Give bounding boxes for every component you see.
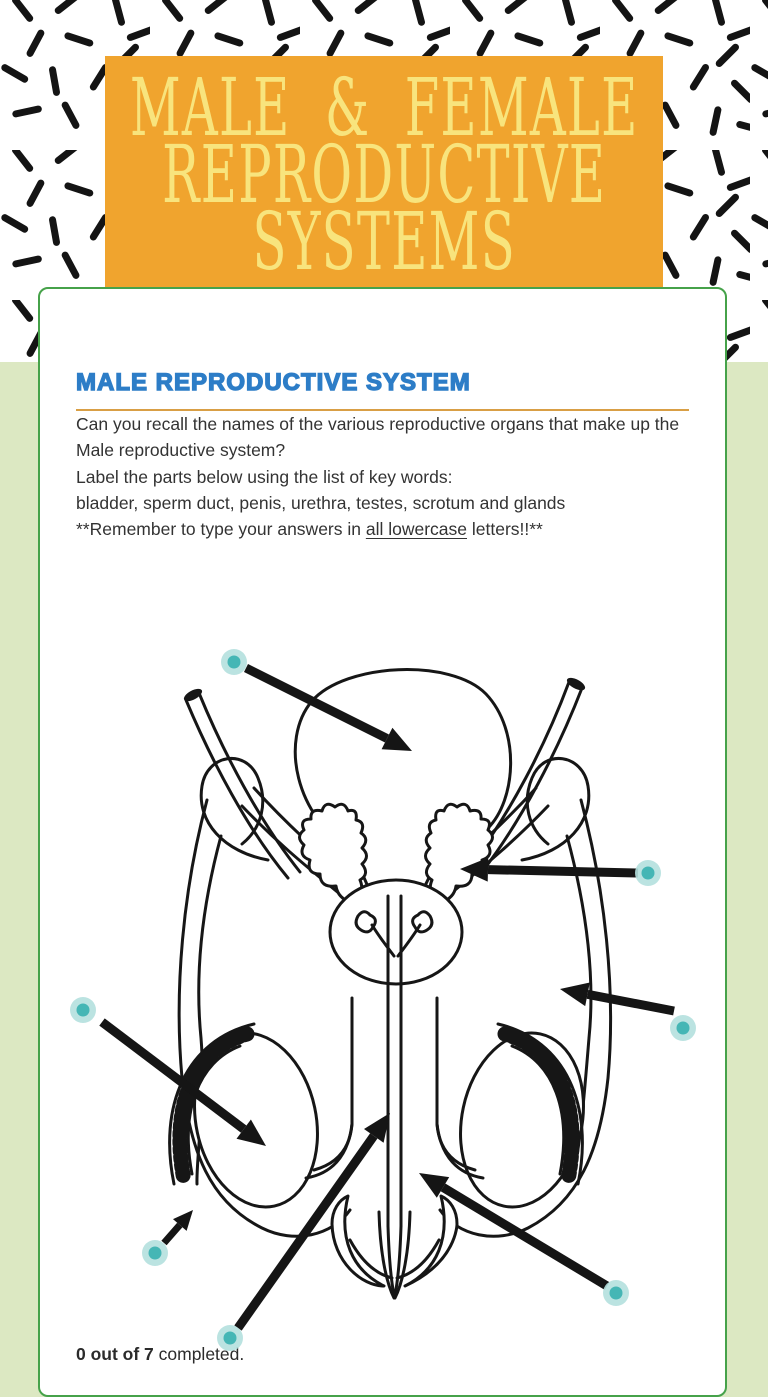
reminder-text: **Remember to type your answers in all l… bbox=[76, 516, 689, 542]
progress-label: completed. bbox=[153, 1344, 245, 1364]
answer-hotspot-4[interactable] bbox=[70, 997, 96, 1023]
progress-count: 0 out of 7 bbox=[76, 1344, 154, 1364]
intro-text: Can you recall the names of the various … bbox=[76, 414, 680, 461]
reminder-underlined: all lowercase bbox=[365, 519, 467, 539]
answer-hotspot-1[interactable] bbox=[221, 649, 247, 675]
answer-hotspot-5[interactable] bbox=[142, 1240, 168, 1266]
keywords-text: bladder, sperm duct, penis, urethra, tes… bbox=[76, 492, 566, 513]
section-title: MALE REPRODUCTIVE SYSTEM bbox=[75, 368, 471, 396]
answer-hotspot-6[interactable] bbox=[217, 1325, 243, 1351]
instruction-text: Label the parts below using the list of … bbox=[76, 466, 453, 487]
banner-line-3: SYSTEMS bbox=[252, 194, 516, 288]
answer-hotspot-3[interactable] bbox=[670, 1015, 696, 1041]
title-divider bbox=[76, 409, 689, 411]
worksheet-banner: MALE & FEMALE REPRODUCTIVE SYSTEMS bbox=[105, 56, 663, 292]
answer-hotspots bbox=[70, 649, 696, 1351]
reminder-suffix: letters!!** bbox=[467, 519, 543, 539]
reminder-prefix: **Remember to type your answers in bbox=[76, 519, 366, 539]
answer-hotspot-2[interactable] bbox=[635, 860, 661, 886]
banner-line-2: REPRODUCTIVE bbox=[161, 127, 607, 221]
banner-title: MALE & FEMALE REPRODUCTIVE SYSTEMS bbox=[129, 60, 639, 288]
banner-line-1: MALE & FEMALE bbox=[129, 60, 639, 154]
worksheet-card: MALE REPRODUCTIVE SYSTEM Can you recall … bbox=[38, 287, 727, 1397]
progress-status: 0 out of 7 completed. bbox=[76, 1344, 244, 1365]
answer-hotspot-7[interactable] bbox=[603, 1280, 629, 1306]
